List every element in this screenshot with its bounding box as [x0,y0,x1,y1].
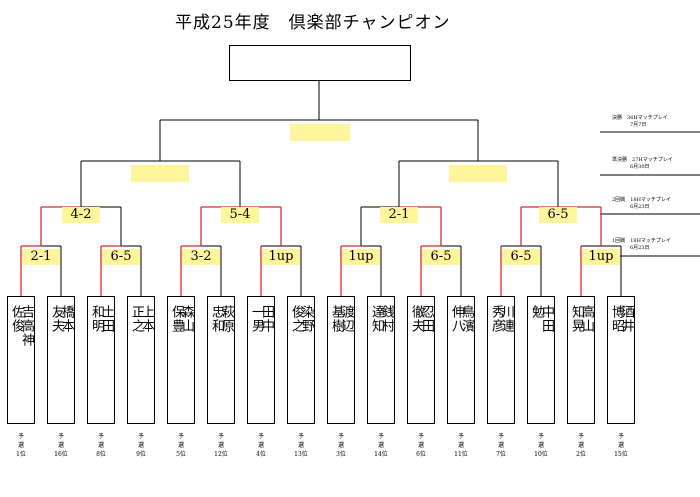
player-name-line1: 高山 [579,305,594,333]
player-name-line2: 正之 [129,305,144,333]
score-round1-6: 6-5 [422,249,460,265]
player-card: 中田勉 [527,296,555,424]
score-round2-1: 4-2 [62,207,100,223]
player-name-line2: 俊之 [289,305,304,333]
player-name-line1: 銭村 [379,305,394,333]
player-card: 田中一男 [247,296,275,424]
score-round2-4: 6-5 [539,207,577,223]
player-name-line2: 博昭 [609,305,624,333]
player-name-line2: 基樹 [329,305,344,333]
score-round2-3: 2-1 [380,207,418,223]
player-card: 吉高神佐俊 [7,296,35,424]
player-name-line2: 佐俊 [9,305,24,333]
score-round1-2: 6-5 [102,249,140,265]
player-name-line2: 友夫 [49,305,64,333]
player-name-line2: 伸八 [449,305,464,333]
player-name-line2: 一男 [249,305,264,333]
player-name-line1: 渡辺 [339,305,354,333]
player-card: 忍田徹夫 [407,296,435,424]
score-round2-2: 5-4 [221,207,259,223]
player-name-line1: 田中 [259,305,274,333]
player-name-line1: 吉高神 [19,305,34,347]
player-name-line1: 酒井 [619,305,634,333]
player-name-line1: 川連 [499,305,514,333]
score-round1-8: 1up [582,249,620,265]
player-card: 土田和明 [87,296,115,424]
score-round1-4: 1up [262,249,300,265]
player-card: 森山保豊 [167,296,195,424]
final-result-box [290,124,350,141]
score-round1-1: 2-1 [22,249,60,265]
player-name-line1: 上本 [139,305,154,333]
player-card: 川連秀彦 [487,296,515,424]
semifinal-result-box-left [131,165,189,182]
player-name-line2: 徹夫 [409,305,424,333]
player-name-line1: 中田 [539,305,554,333]
player-card: 橋本友夫 [47,296,75,424]
score-round1-3: 3-2 [182,249,220,265]
score-round1-7: 6-5 [502,249,540,265]
player-card: 渡辺基樹 [327,296,355,424]
player-name-line1: 土田 [99,305,114,333]
score-round1-5: 1up [342,249,380,265]
player-card: 染野俊之 [287,296,315,424]
bracket-black-lines [41,80,700,296]
player-card: 銭村達知 [367,296,395,424]
player-name-line1: 森山 [179,305,194,333]
player-name-line2: 忠和 [209,305,224,333]
player-name-line2: 知晃 [569,305,584,333]
player-name-line1: 鳥濱 [459,305,474,333]
player-card: 高山知晃 [567,296,595,424]
player-name-line2: 達知 [369,305,384,333]
player-name-line2: 保豊 [169,305,184,333]
player-name-line2: 勉 [529,305,544,319]
player-card: 酒井博昭 [607,296,635,424]
semifinal-result-box-right [449,165,507,182]
player-name-line1: 忍田 [419,305,434,333]
player-card: 鳥濱伸八 [447,296,475,424]
page-title: 平成25年度 倶楽部チャンピオン [175,13,451,33]
player-card: 上本正之 [127,296,155,424]
player-name-line2: 秀彦 [489,305,504,333]
player-name-line1: 染野 [299,305,314,333]
player-name-line1: 橋本 [59,305,74,333]
player-name-line1: 萩原 [219,305,234,333]
player-name-line2: 和明 [89,305,104,333]
player-card: 萩原忠和 [207,296,235,424]
champion-box [229,45,411,81]
